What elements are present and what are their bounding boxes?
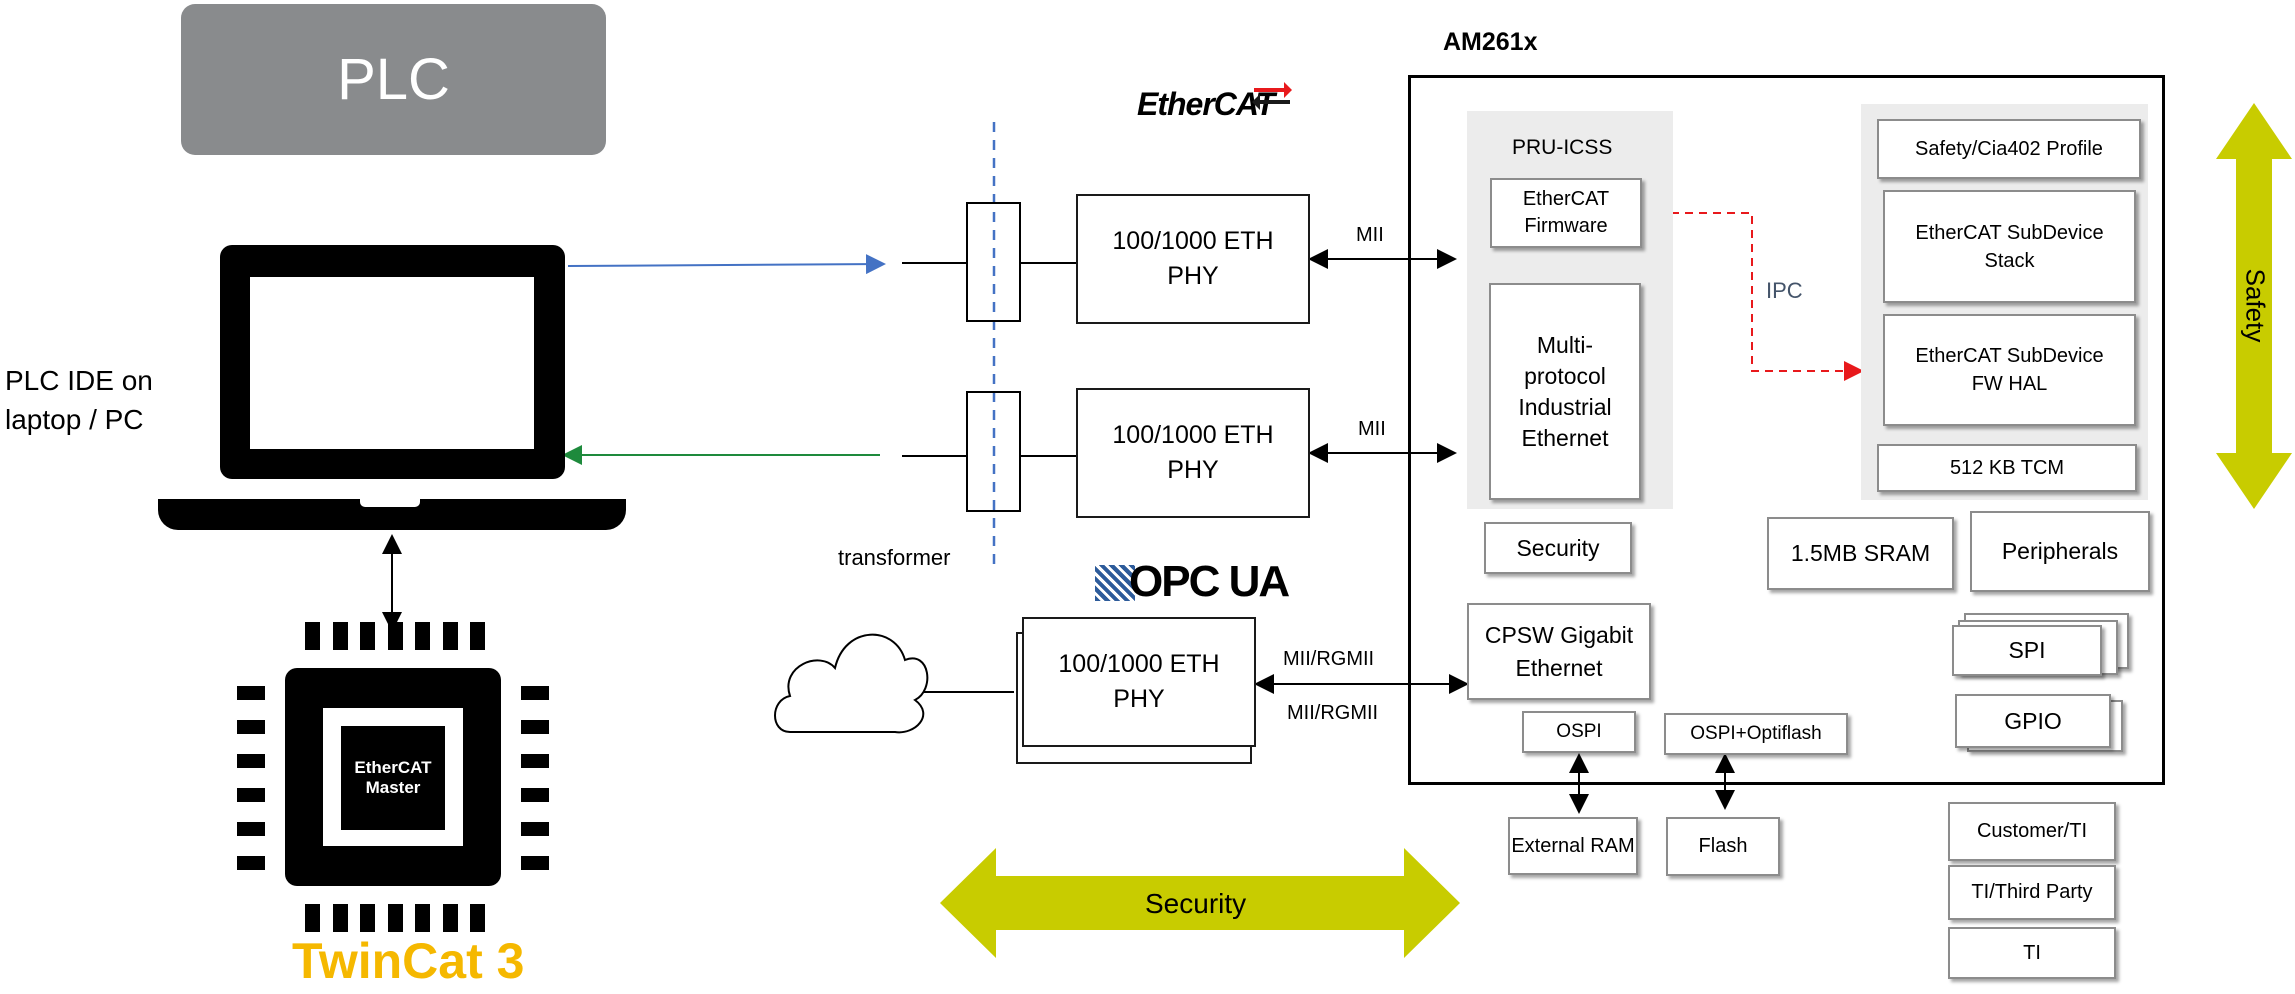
ethercat-logo: EtherCAT (1137, 82, 1292, 126)
ospi-optiflash-box: OSPI+Optiflash (1664, 713, 1848, 755)
legend-customer-ti: Customer/TI (1948, 802, 2116, 861)
ospi-box: OSPI (1522, 711, 1636, 753)
multiprotocol-line3: Industrial (1518, 393, 1612, 420)
twincat-label: TwinCat 3 (292, 933, 525, 989)
peripherals-box: Peripherals (1970, 511, 2150, 592)
laptop-screen (250, 277, 534, 449)
security-box-label: Security (1516, 534, 1600, 561)
ethercat-firmware-line1: EtherCAT (1522, 188, 1610, 210)
cpsw-line2: Ethernet (1515, 654, 1603, 681)
safety-arrow (2216, 103, 2292, 509)
chip-pins-bottom (305, 904, 485, 932)
phy-mid-line1: 100/1000 ETH (1112, 421, 1274, 449)
spi-box: SPI (1952, 625, 2102, 676)
ethercat-logo-text: EtherCAT (1137, 86, 1275, 122)
chip-label-line2: Master (365, 778, 421, 797)
phy-bottom-line2: PHY (1113, 685, 1165, 713)
cloud-icon (774, 633, 929, 734)
cpsw-box: CPSW Gigabit Ethernet (1467, 603, 1651, 700)
multiprotocol-line4: Ethernet (1521, 424, 1609, 451)
security-arrow-label: Security (1145, 888, 1247, 919)
chip-pins-top (305, 622, 485, 650)
flash-box: Flash (1666, 817, 1780, 876)
plc-title: PLC (337, 47, 450, 112)
phy-top: 100/1000 ETH PHY (1076, 194, 1310, 324)
phy-top-line1: 100/1000 ETH (1112, 227, 1274, 255)
opcua-logo-text: OPC UA (1129, 557, 1290, 606)
ethercat-firmware-box: EtherCAT Firmware (1490, 178, 1642, 248)
external-ram-box: External RAM (1508, 817, 1638, 875)
security-arrow (940, 848, 1460, 958)
transformer-label: transformer (838, 545, 951, 570)
safety-profile-label: Safety/Cia402 Profile (1915, 137, 2103, 160)
subdevice-hal-line2: FW HAL (1971, 373, 2048, 395)
ospi-optiflash-label: OSPI+Optiflash (1690, 723, 1822, 744)
phy-bottom: 100/1000 ETH PHY (1022, 617, 1256, 747)
chip-label-line1: EtherCAT (354, 758, 432, 777)
mii-top-label: MII (1356, 224, 1384, 246)
am261x-title: AM261x (1443, 28, 1538, 56)
chip-pins-right (521, 686, 549, 870)
flash-label: Flash (1698, 835, 1748, 857)
plc-box: PLC (181, 4, 606, 155)
mii-mid-label: MII (1358, 418, 1386, 440)
phy-mid-line2: PHY (1167, 456, 1219, 484)
laptop-icon (158, 245, 626, 530)
safety-arrow-label: Safety (2240, 268, 2271, 343)
subdevice-stack-box: EtherCAT SubDevice Stack (1883, 190, 2136, 303)
transformer-mid (966, 391, 1021, 512)
security-box: Security (1484, 522, 1632, 574)
spi-label: SPI (2008, 637, 2046, 663)
phy-top-line2: PHY (1167, 262, 1219, 290)
host-label-line2: laptop / PC (5, 404, 144, 435)
am261x-box (1408, 75, 2165, 785)
peripherals-label: Peripherals (2001, 538, 2119, 564)
gpio-label: GPIO (2004, 707, 2062, 734)
multiprotocol-line1: Multi- (1536, 331, 1594, 358)
ethercat-firmware-line2: Firmware (1524, 215, 1608, 237)
ethercat-master-chip: EtherCAT Master (237, 622, 549, 932)
ethercat-logo-arrows (1252, 82, 1292, 110)
ipc-label: IPC (1766, 278, 1803, 303)
laptop-notch (360, 499, 420, 507)
subdevice-hal-line1: EtherCAT SubDevice (1915, 345, 2104, 367)
external-ram-label: External RAM (1511, 834, 1635, 857)
tx-line (567, 254, 886, 275)
subdevice-hal-box: EtherCAT SubDevice FW HAL (1883, 314, 2136, 426)
chip-pins-left (237, 686, 265, 870)
ospi-label: OSPI (1556, 721, 1602, 742)
pru-icss-label: PRU-ICSS (1512, 136, 1613, 159)
legend-customer-ti-label: Customer/TI (1976, 820, 2088, 842)
legend-ti-third-party: TI/Third Party (1948, 865, 2116, 920)
multiprotocol-box: Multi- protocol Industrial Ethernet (1489, 283, 1641, 500)
gpio-box: GPIO (1955, 694, 2111, 748)
transformer-top (966, 202, 1021, 322)
legend-ti-label: TI (2023, 941, 2041, 964)
legend-ti-third-party-label: TI/Third Party (1971, 881, 2093, 903)
subdevice-stack-line2: Stack (1984, 249, 2035, 272)
sram-box: 1.5MB SRAM (1767, 517, 1954, 590)
rgmii-label-1: MII/RGMII (1283, 648, 1375, 670)
legend-ti: TI (1948, 927, 2116, 979)
host-label-line1: PLC IDE on (5, 365, 153, 396)
phy-bottom-line1: 100/1000 ETH (1058, 650, 1220, 678)
sram-label: 1.5MB SRAM (1790, 540, 1931, 566)
safety-profile-box: Safety/Cia402 Profile (1877, 119, 2141, 179)
cpsw-line1: CPSW Gigabit (1484, 621, 1634, 648)
tcm-label: 512 KB TCM (1949, 456, 2065, 479)
phy-mid: 100/1000 ETH PHY (1076, 388, 1310, 518)
opcua-logo-dots (1095, 565, 1135, 601)
subdevice-stack-line1: EtherCAT SubDevice (1915, 221, 2104, 244)
chip-core: EtherCAT Master (341, 726, 445, 830)
ipc-link (1641, 203, 1864, 381)
tcm-box: 512 KB TCM (1877, 444, 2137, 492)
rgmii-label-2: MII/RGMII (1287, 702, 1379, 724)
multiprotocol-line2: protocol (1524, 362, 1606, 389)
